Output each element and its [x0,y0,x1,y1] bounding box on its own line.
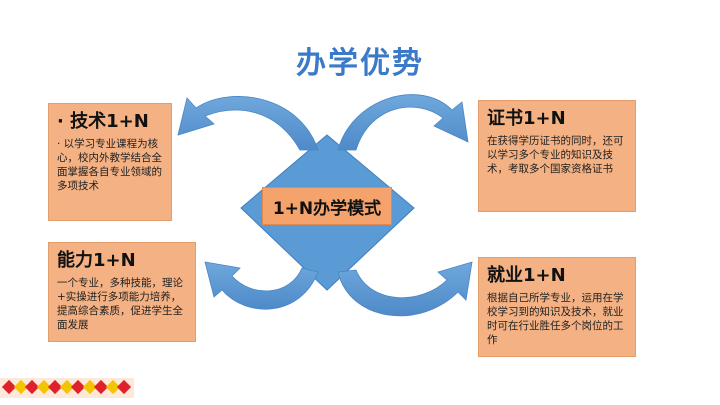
box-ability: 能力1+N 一个专业，多种技能，理论+实操进行多项能力培养，提高综合素质，促进学… [48,242,196,342]
box-tech-title: · 技术1+N [57,111,149,132]
box-employment-title: 就业1+N [487,265,566,286]
arrow-bottom-right [337,261,473,317]
footer-diamond-icon [116,379,132,395]
footer-decoration [0,378,134,398]
center-label: 1+N办学模式 [262,187,392,225]
box-certificate-title: 证书1+N [487,108,566,129]
box-employment-text: 根据自己所学专业，运用在学校学习到的知识及技术，就业时可在行业胜任多个岗位的工作 [487,292,624,346]
box-ability-text: 一个专业，多种技能，理论+实操进行多项能力培养，提高综合素质，促进学生全面发展 [57,277,183,331]
box-tech: · 技术1+N · 以学习专业课程为核心，校内外教学结合全面掌握各自专业领域的多… [48,103,172,221]
arrow-bottom-left [204,261,319,310]
box-ability-title: 能力1+N [57,250,136,271]
box-tech-text: · 以学习专业课程为核心，校内外教学结合全面掌握各自专业领域的多项技术 [57,138,162,192]
arrow-top-right [337,94,469,151]
box-certificate: 证书1+N 在获得学历证书的同时，还可以学习多个专业的知识及技术，考取多个国家资… [478,100,636,212]
box-certificate-text: 在获得学历证书的同时，还可以学习多个专业的知识及技术，考取多个国家资格证书 [487,135,624,175]
slide-title: 办学优势 [296,46,424,81]
box-employment: 就业1+N 根据自己所学专业，运用在学校学习到的知识及技术，就业时可在行业胜任多… [478,257,636,357]
arrow-top-left [177,96,319,151]
